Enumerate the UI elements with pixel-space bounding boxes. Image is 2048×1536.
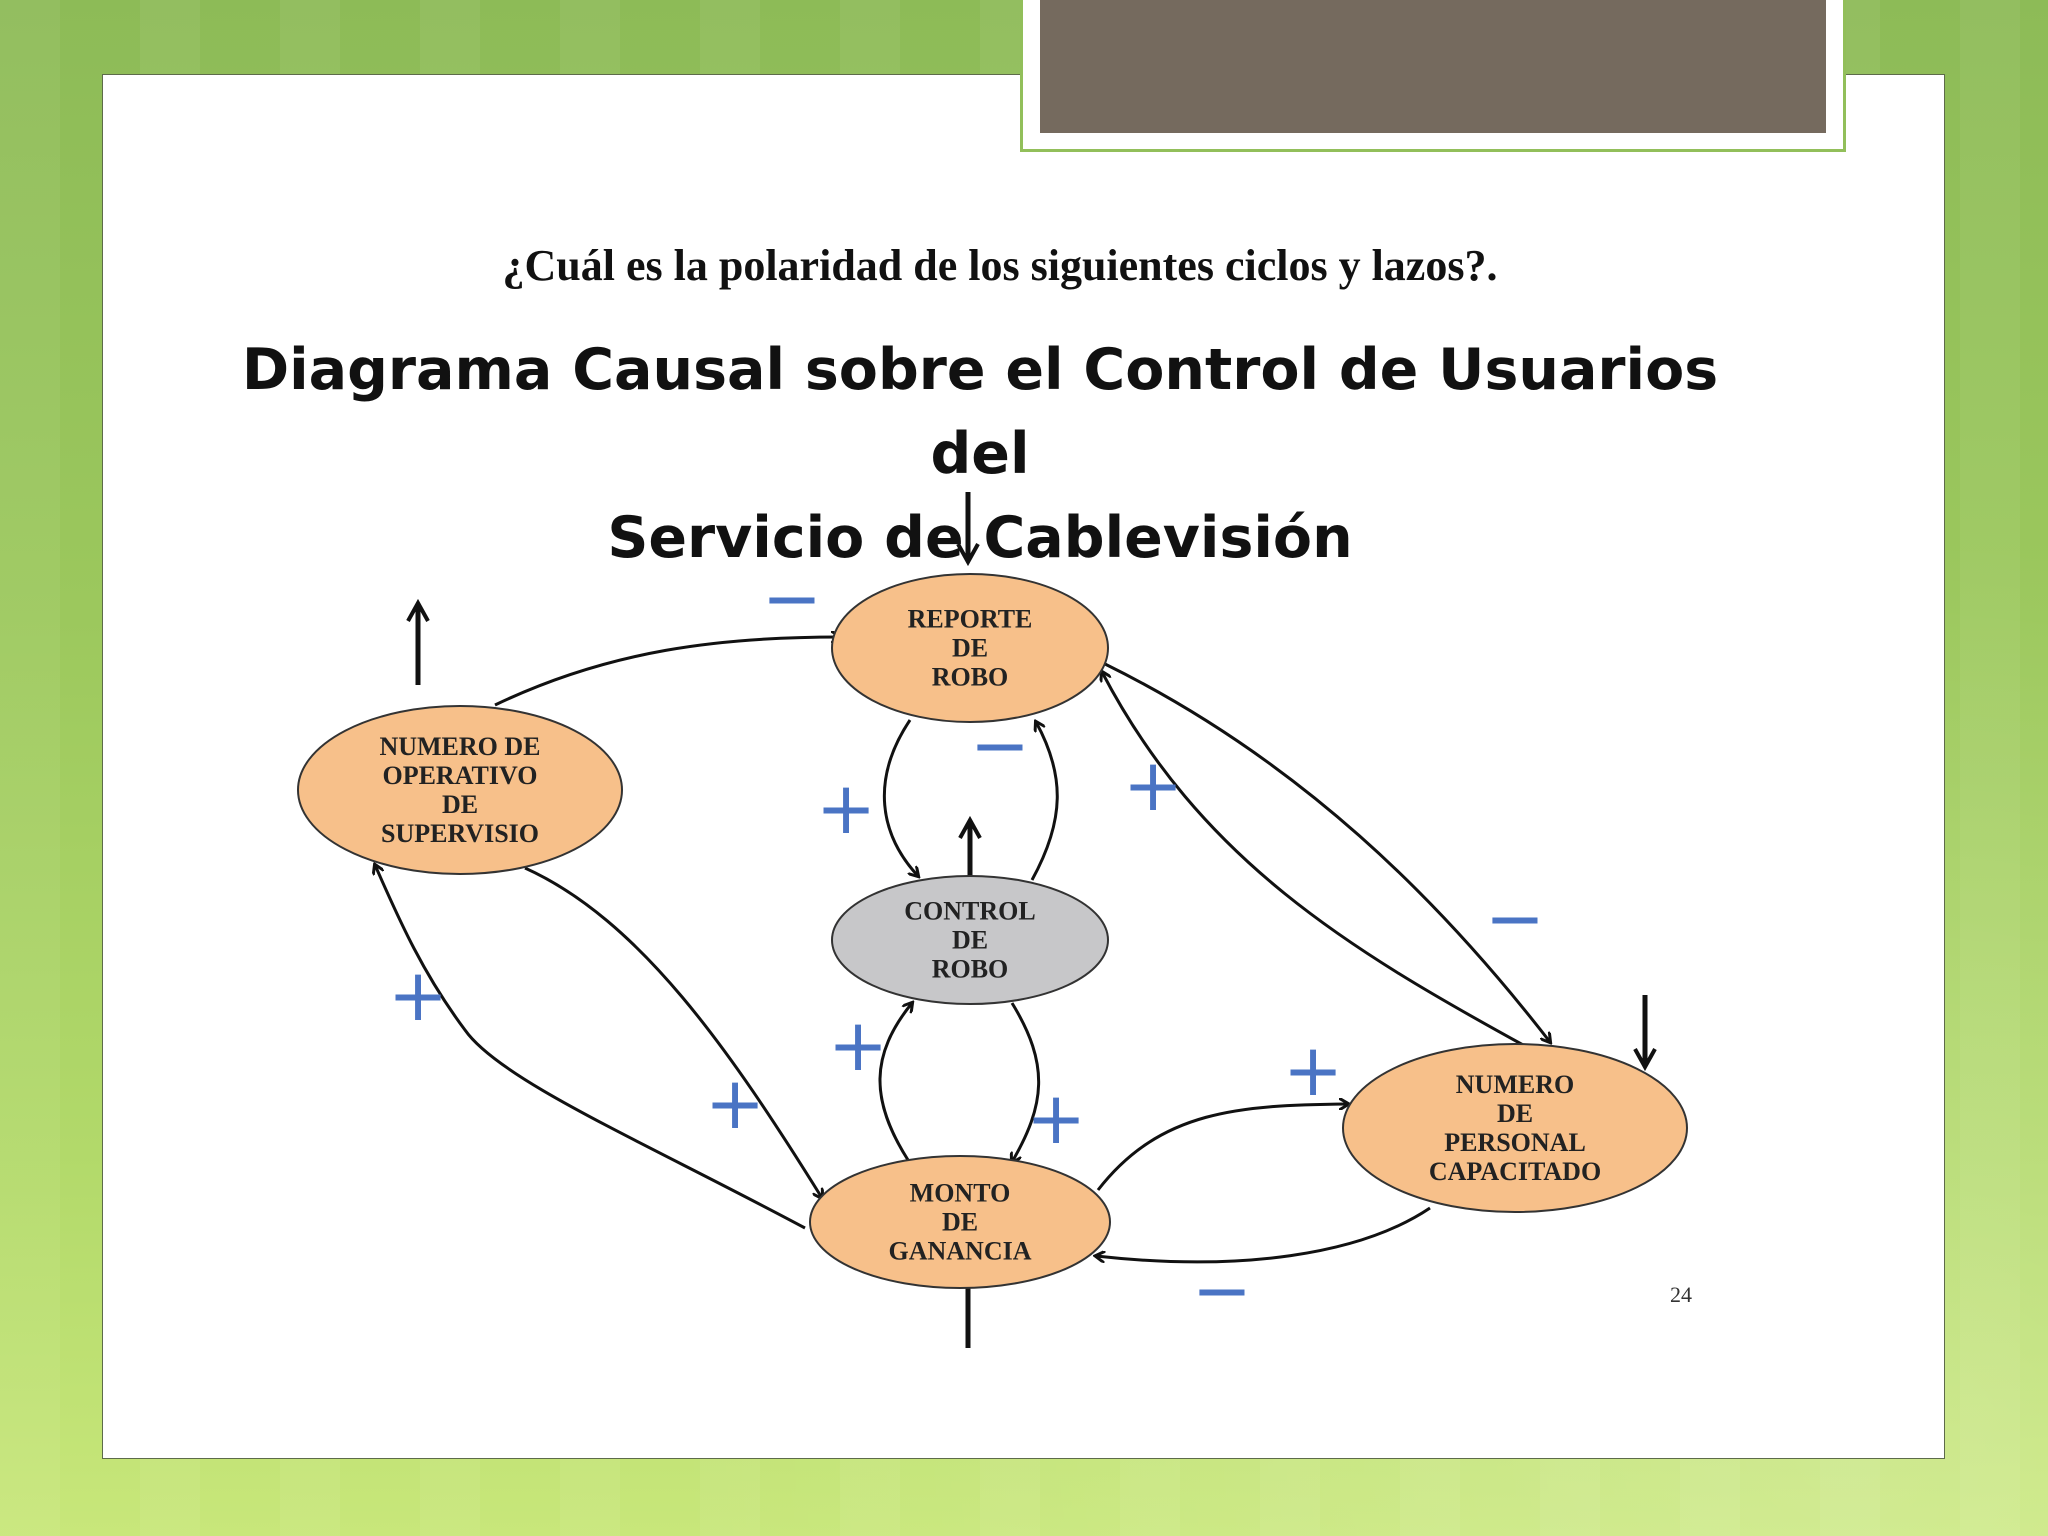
node-label-personal-2: PERSONAL [1444,1128,1586,1157]
link-personal-to-reporte [1102,672,1526,1048]
polarity-sign-operativo-to-reporte: − [762,556,822,640]
polarity-sign-ganancia-to-personal: + [1283,1028,1343,1112]
polarity-signs: − + − + − + + + + + − [388,556,1545,1332]
node-label-reporte-0: REPORTE [908,605,1033,634]
node-label-personal-0: NUMERO [1456,1070,1574,1099]
node-label-operativo-3: SUPERVISIO [381,819,539,848]
link-operativo-to-reporte [494,637,840,707]
node-shape-operativo [297,705,623,875]
polarity-sign-control-to-reporte: − [970,703,1030,787]
polarity-sign-control-to-ganancia: + [1026,1076,1086,1160]
node-label-personal-1: DE [1497,1099,1533,1128]
node-shape-ganancia [809,1155,1111,1289]
node-shape-personal [1342,1043,1688,1213]
polarity-sign-operativo-to-ganancia: + [705,1061,765,1145]
node-label-ganancia-0: MONTO [910,1179,1011,1208]
link-personal-to-ganancia [1096,1206,1431,1264]
link-reporte-to-control [882,719,918,876]
polarity-sign-reporte-to-control: + [816,766,876,850]
node-label-control-0: CONTROL [904,897,1035,926]
polarity-sign-reporte-to-personal: − [1485,876,1545,960]
question-text: ¿Cuál es la polaridad de los siguientes … [502,241,1498,290]
node-label-control-1: DE [952,926,988,955]
node-shape-control [831,875,1109,1005]
polarity-sign-personal-to-ganancia: − [1192,1248,1252,1332]
node-label-reporte-1: DE [952,634,988,663]
link-ganancia-to-operativo [375,865,806,1230]
node-shape-reporte [831,573,1109,723]
node-label-personal-3: CAPACITADO [1429,1157,1601,1186]
node-label-ganancia-1: DE [942,1208,978,1237]
polarity-sign-ganancia-to-control: + [828,1003,888,1087]
page-number: 24 [1670,1282,1692,1307]
polarity-sign-personal-to-reporte: + [1123,743,1183,827]
link-operativo-to-ganancia [524,866,822,1198]
link-control-to-ganancia [1012,1002,1041,1162]
node-label-ganancia-2: GANANCIA [889,1237,1032,1266]
diagram-title-line-1: Diagrama Causal sobre el Control de Usua… [241,337,1719,487]
link-control-to-reporte [1030,722,1059,881]
diagram-title-line-2: Servicio de Cablevisión [607,505,1353,571]
causal-links [375,637,1550,1264]
polarity-sign-ganancia-to-operativo: + [388,953,448,1037]
link-ganancia-to-control [878,1003,912,1161]
header-tab [1040,0,1826,133]
node-label-control-2: ROBO [932,955,1009,984]
link-reporte-to-personal [1104,662,1550,1042]
node-label-operativo-0: NUMERO DE [379,732,540,761]
node-label-reporte-2: ROBO [932,663,1009,692]
node-label-operativo-1: OPERATIVO [382,761,537,790]
diagram-title: Diagrama Causal sobre el Control de Usua… [200,328,1760,580]
node-label-operativo-2: DE [442,790,478,819]
link-ganancia-to-personal [1096,1104,1348,1191]
